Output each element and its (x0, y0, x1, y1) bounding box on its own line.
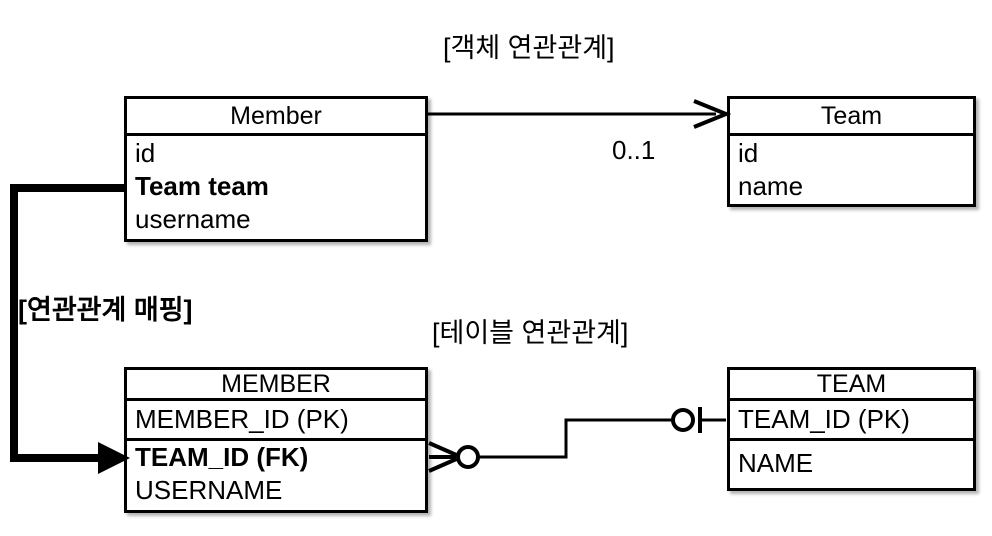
crows-foot-icon (428, 441, 462, 473)
relationship-line (478, 418, 672, 459)
entity-field: name (738, 171, 804, 201)
optional-circle-icon (456, 445, 480, 469)
caption-object-relation: [객체 연관관계] (443, 33, 615, 63)
table-box-member[interactable]: MEMBER MEMBER_ID (PK) TEAM_ID (FK) USERN… (124, 367, 428, 513)
entity-title-team: Team (730, 99, 973, 136)
table-title-team: TEAM (730, 370, 973, 401)
multiplicity-label: 0..1 (612, 135, 656, 165)
entity-title-member: Member (127, 99, 425, 136)
table-column-team-id-pk: TEAM_ID (PK) (730, 401, 973, 441)
entity-field-team: Team team (135, 171, 269, 201)
table-title-member: MEMBER (127, 370, 425, 401)
open-arrow-head-icon (693, 99, 732, 129)
entity-box-member[interactable]: Member id Team team username (124, 96, 428, 242)
connector-object-association (428, 99, 732, 129)
entity-field-list-team: id name (730, 136, 973, 203)
entity-field: id (135, 138, 156, 168)
table-column-name: NAME (738, 447, 814, 478)
connector-table-relationship (428, 407, 726, 473)
table-column-team-id-fk: TEAM_ID (FK) (135, 442, 309, 472)
entity-field: username (135, 204, 251, 234)
table-column-group-member: TEAM_ID (FK) USERNAME (127, 441, 425, 507)
table-box-team[interactable]: TEAM TEAM_ID (PK) NAME (727, 367, 976, 491)
connector-mapping-arrow (10, 184, 130, 474)
entity-field-list-member: id Team team username (127, 136, 425, 236)
caption-mapping: [연관관계 매핑] (18, 295, 193, 325)
table-column-member-id: MEMBER_ID (PK) (127, 401, 425, 441)
entity-field: id (738, 138, 759, 168)
optional-circle-icon (671, 408, 695, 432)
caption-table-relation: [테이블 연관관계] (432, 318, 629, 348)
table-column-username: USERNAME (135, 475, 283, 505)
entity-box-team[interactable]: Team id name (727, 96, 976, 207)
